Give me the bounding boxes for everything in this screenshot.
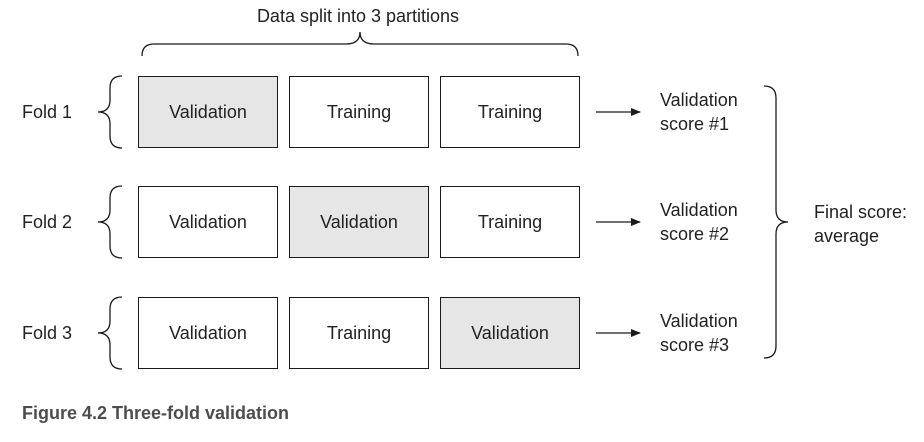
- fold-1-partition-2: Training: [289, 76, 429, 148]
- figure-caption: Figure 4.2 Three-fold validation: [22, 403, 290, 423]
- final-score-label: Final score: average: [814, 202, 908, 246]
- fold-3-score: Validation score #3: [660, 311, 738, 355]
- fold-3-partition-2: Training: [289, 297, 429, 369]
- fold-1-brace: [97, 75, 123, 149]
- partitions-header: Data split into 3 partitions: [256, 6, 460, 26]
- scores-brace: [763, 85, 789, 359]
- fold-2-partition-2: Validation: [289, 186, 429, 258]
- fold-3-partition-1: Validation: [138, 297, 278, 369]
- fold-2-partition-3: Training: [440, 186, 580, 258]
- fold-2-score: Validation score #2: [660, 200, 738, 244]
- fold-2-label: Fold 2: [22, 212, 73, 232]
- fold-1-partition-3: Training: [440, 76, 580, 148]
- fold-2-partition-1: Validation: [138, 186, 278, 258]
- fold-1-label: Fold 1: [22, 102, 73, 122]
- fold-3-partition-3: Validation: [440, 297, 580, 369]
- fold-2-brace: [97, 185, 123, 259]
- fold-1-score: Validation score #1: [660, 90, 738, 134]
- partitions-brace: [141, 31, 579, 57]
- fold-3-label: Fold 3: [22, 323, 73, 343]
- fold-3-brace: [97, 296, 123, 370]
- fold-1-partition-1: Validation: [138, 76, 278, 148]
